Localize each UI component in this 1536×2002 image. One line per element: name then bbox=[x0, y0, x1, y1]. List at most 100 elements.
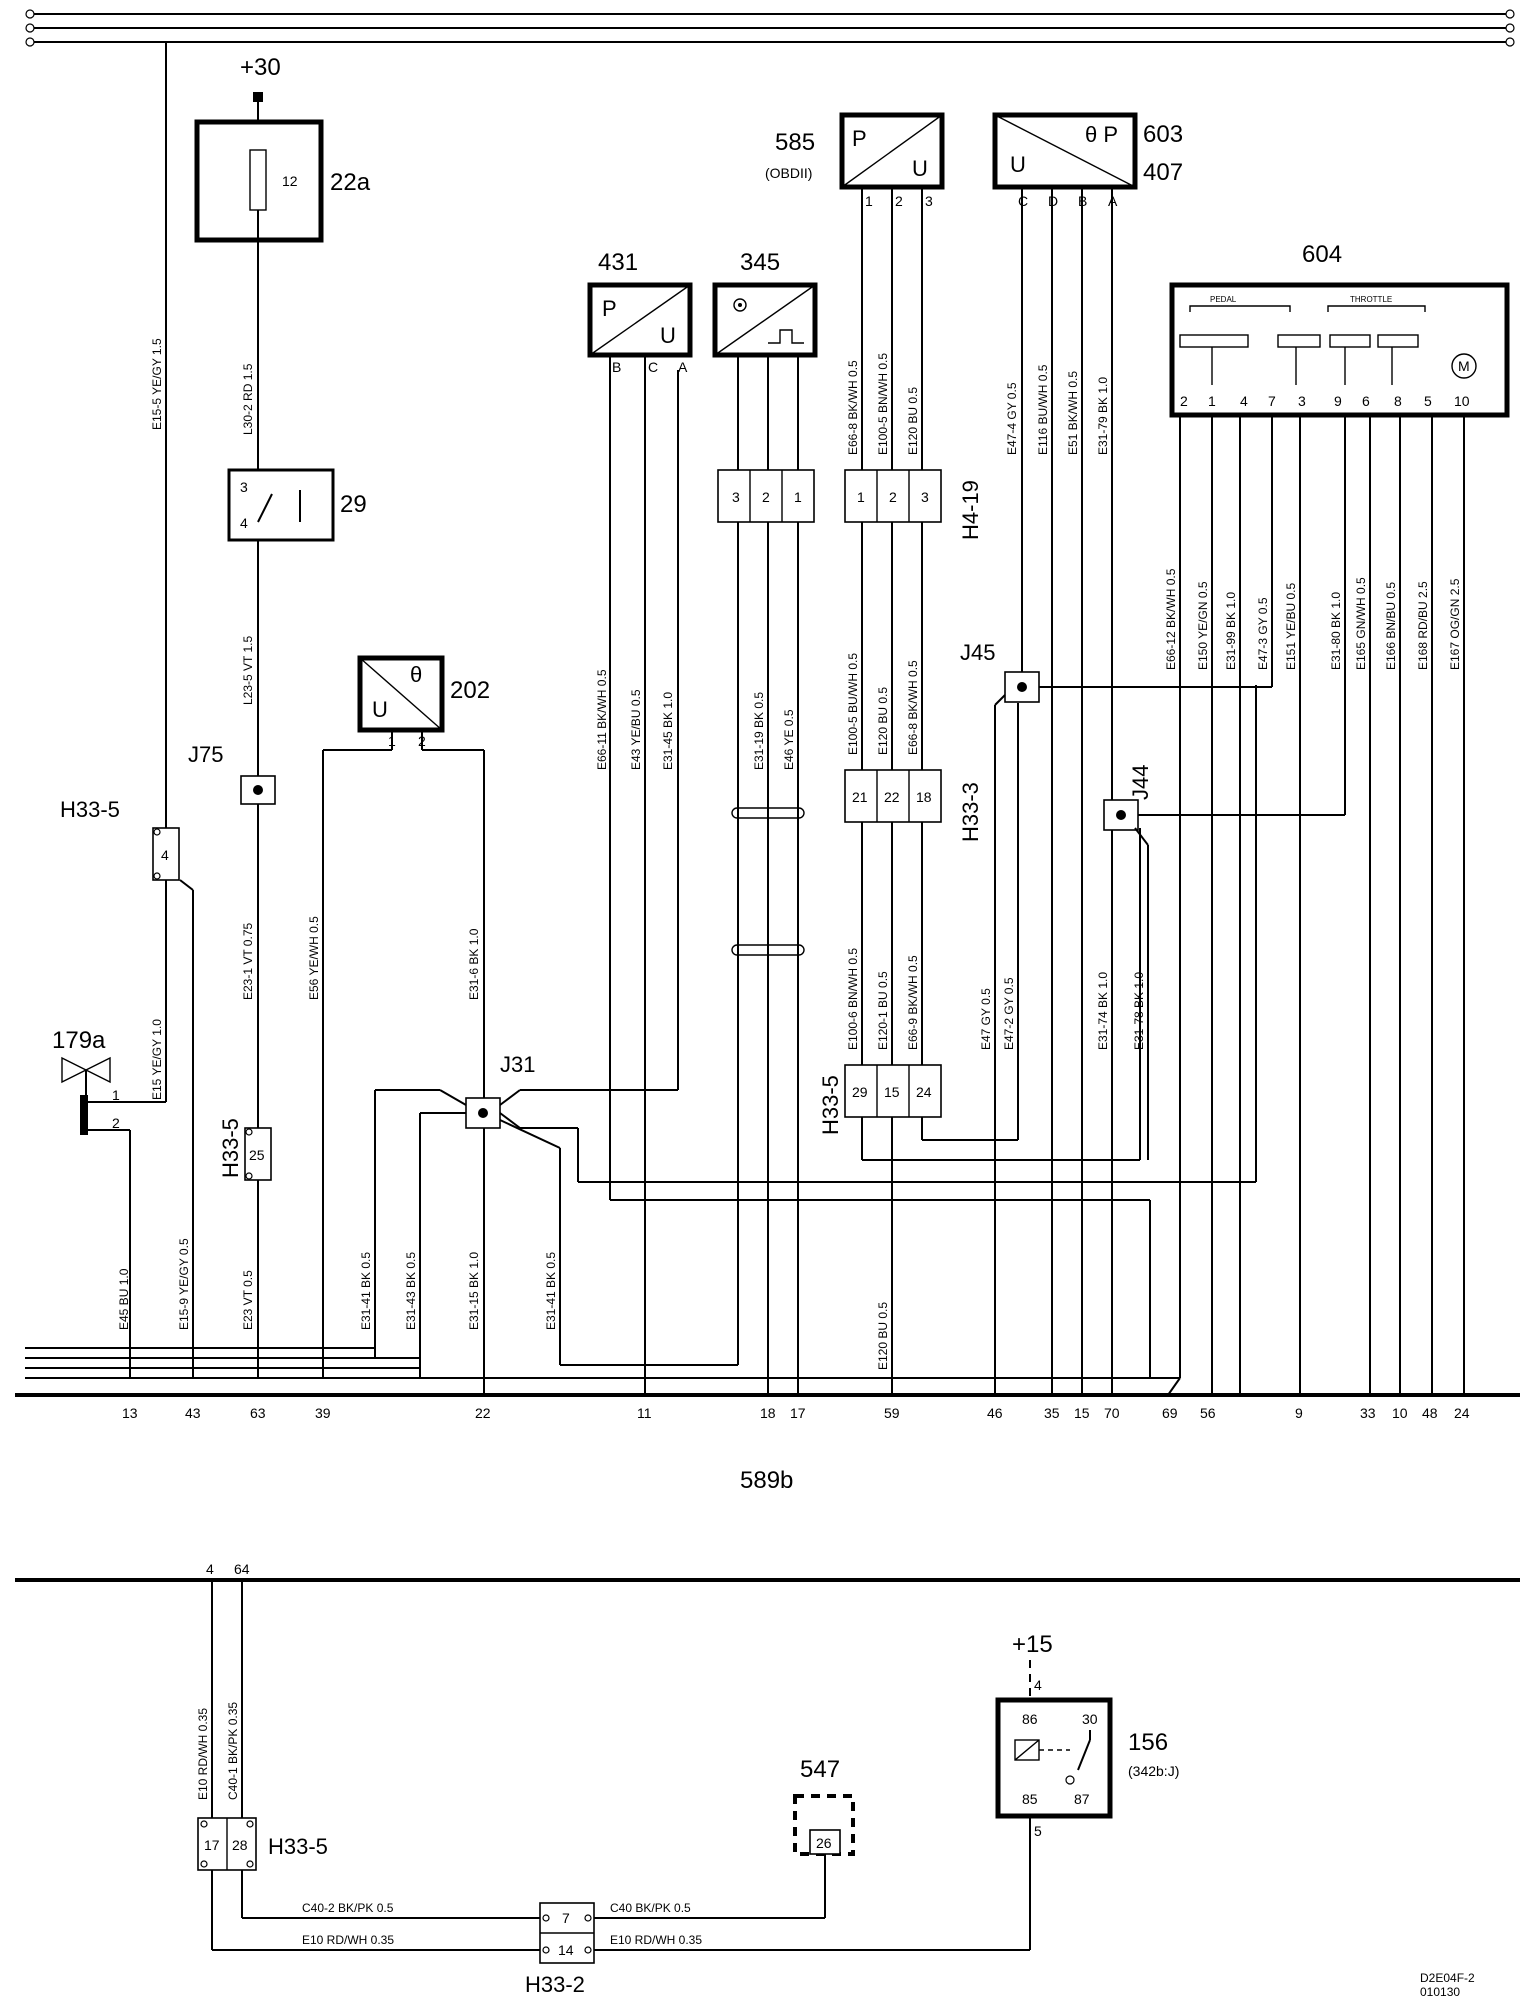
junction-j44: J44 bbox=[1103, 765, 1345, 1160]
pin-29-4: 4 bbox=[240, 515, 248, 531]
wire-label-c40-2-h: C40-2 BK/PK 0.5 bbox=[302, 1901, 394, 1915]
wire-label-e66-12: E66-12 BK/WH 0.5 bbox=[1164, 568, 1178, 670]
pin-604-9: 9 bbox=[1334, 393, 1342, 409]
ecu-pin: 13 bbox=[122, 1405, 138, 1421]
label-603: 603 bbox=[1143, 121, 1183, 148]
wire-label-e120: E120 BU 0.5 bbox=[906, 387, 920, 455]
label-j44: J44 bbox=[1128, 765, 1153, 800]
component-585: 585 (OBDII) P U 1 2 3 bbox=[765, 112, 945, 470]
ecu-pin: 39 bbox=[315, 1405, 331, 1421]
wire-label-e15: E15 YE/GY 1.0 bbox=[150, 1019, 164, 1100]
pin-h33-2-14: 14 bbox=[558, 1942, 574, 1958]
ecu-pin: 69 bbox=[1162, 1405, 1178, 1421]
ecu-pin: 48 bbox=[1422, 1405, 1438, 1421]
supply-label-30: +30 bbox=[240, 54, 281, 81]
pin-604-3: 3 bbox=[1298, 393, 1306, 409]
pin-604-8: 8 bbox=[1394, 393, 1402, 409]
ecu-pin: 59 bbox=[884, 1405, 900, 1421]
component-202: U θ 202 1 2 bbox=[322, 655, 490, 1378]
label-j45: J45 bbox=[960, 640, 995, 665]
wire-label-e31-19: E31-19 BK 0.5 bbox=[752, 692, 766, 770]
wire-label-e31-41: E31-41 BK 0.5 bbox=[359, 1252, 373, 1330]
wire-label-e10-h2: E10 RD/WH 0.35 bbox=[610, 1933, 702, 1947]
label-h33-5-b: H33-5 bbox=[218, 1118, 243, 1178]
wire-label-e100-5b: E100-5 BU/WH 0.5 bbox=[846, 653, 860, 755]
wire-label-e120-1: E120-1 BU 0.5 bbox=[876, 971, 890, 1050]
u-603: U bbox=[1010, 152, 1026, 177]
pin-h33-5-c-29: 29 bbox=[852, 1084, 868, 1100]
wire-label-e166: E166 BN/BU 0.5 bbox=[1384, 582, 1398, 670]
pin-156-85: 85 bbox=[1022, 1791, 1038, 1807]
wire-label-l23-5: L23-5 VT 1.5 bbox=[241, 636, 255, 705]
wire-label-e31-43: E31-43 BK 0.5 bbox=[404, 1252, 418, 1330]
label-179a: 179a bbox=[52, 1027, 106, 1054]
pin-604-4: 4 bbox=[1240, 393, 1248, 409]
component-29: 3 4 29 bbox=[227, 468, 367, 780]
ecu-pin: 22 bbox=[475, 1405, 491, 1421]
pin-h33-5-c-15: 15 bbox=[884, 1084, 900, 1100]
component-431: 431 P U B C A bbox=[587, 249, 1151, 1378]
connector-h33-5-d: 17 28 H33-5 bbox=[197, 1817, 540, 1951]
wire-label-e47-4: E47-4 GY 0.5 bbox=[1005, 382, 1019, 455]
component-22a: +30 12 22a bbox=[194, 54, 371, 470]
pin-604-10: 10 bbox=[1454, 393, 1470, 409]
wire-label-e165: E165 GN/WH 0.5 bbox=[1354, 577, 1368, 670]
label-547: 547 bbox=[800, 1756, 840, 1783]
wire-label-e47-3: E47-3 GY 0.5 bbox=[1256, 597, 1270, 670]
pin-585-3: 3 bbox=[925, 193, 933, 209]
u-585: U bbox=[912, 156, 928, 181]
pin-h33-5-b-25: 25 bbox=[249, 1147, 265, 1163]
wire-label-e43: E43 YE/BU 0.5 bbox=[629, 689, 643, 770]
wire-label-e100-6: E100-6 BN/WH 0.5 bbox=[846, 948, 860, 1050]
label-h33-5-c: H33-5 bbox=[818, 1075, 843, 1135]
ecu-pin-lower: 64 bbox=[234, 1561, 250, 1577]
junction-j75: J75 bbox=[188, 742, 276, 1128]
pin-h33-3-22: 22 bbox=[884, 789, 900, 805]
ecu-pin: 46 bbox=[987, 1405, 1003, 1421]
ecu-pin: 33 bbox=[1360, 1405, 1376, 1421]
pin-345-conn-1: 1 bbox=[794, 489, 802, 505]
wire-label-e31-79: E31-79 BK 1.0 bbox=[1096, 377, 1110, 455]
pin-604-6: 6 bbox=[1362, 393, 1370, 409]
label-431: 431 bbox=[598, 249, 638, 276]
ecu-pin: 10 bbox=[1392, 1405, 1408, 1421]
pin-603-c: C bbox=[1018, 193, 1028, 209]
wire-label-e23-1: E23-1 VT 0.75 bbox=[241, 923, 255, 1000]
pin-585-2: 2 bbox=[895, 193, 903, 209]
wire-label-l30-2: L30-2 RD 1.5 bbox=[241, 363, 255, 435]
wire-label-e100-5: E100-5 BN/WH 0.5 bbox=[876, 353, 890, 455]
label-345: 345 bbox=[740, 249, 780, 276]
connector-h4-19: 1 2 3 H4-19 bbox=[844, 469, 983, 770]
pin-547-26: 26 bbox=[816, 1835, 832, 1851]
label-h33-5-d: H33-5 bbox=[268, 1834, 328, 1859]
pin-156-86: 86 bbox=[1022, 1711, 1038, 1727]
wire-label-e15-5: E15-5 YE/GY 1.5 bbox=[150, 338, 164, 430]
motor-m: M bbox=[1458, 358, 1470, 374]
junction-j45: J45 bbox=[960, 640, 1272, 1395]
top-bus bbox=[25, 9, 1515, 828]
pin-179a-1: 1 bbox=[112, 1087, 120, 1103]
connector-h33-5-c: 29 15 24 H33-5 bbox=[818, 703, 1141, 1395]
pin-h4-19-3: 3 bbox=[921, 489, 929, 505]
component-547: 547 26 bbox=[793, 1756, 855, 1918]
wire-label-e56: E56 YE/WH 0.5 bbox=[307, 916, 321, 1000]
wire-label-e45: E45 BU 1.0 bbox=[117, 1268, 131, 1330]
pin-156-4: 4 bbox=[1034, 1677, 1042, 1693]
ecu-pin: 24 bbox=[1454, 1405, 1470, 1421]
label-j31: J31 bbox=[500, 1052, 535, 1077]
label-h33-3: H33-3 bbox=[958, 782, 983, 842]
ecu-pin-lower: 4 bbox=[206, 1561, 214, 1577]
wire-label-e31-74: E31-74 BK 1.0 bbox=[1096, 972, 1110, 1050]
pin-431-c: C bbox=[648, 359, 658, 375]
component-345: 345 bbox=[712, 249, 818, 470]
ecu-pin: 35 bbox=[1044, 1405, 1060, 1421]
ecu-pin-labels-top: 13 43 63 39 22 11 18 17 59 46 35 15 70 6… bbox=[122, 1405, 1470, 1421]
pin-156-5: 5 bbox=[1034, 1823, 1042, 1839]
pin-604-5: 5 bbox=[1424, 393, 1432, 409]
sub-585: (OBDII) bbox=[765, 165, 812, 181]
theta-202: θ bbox=[410, 662, 422, 687]
label-589b: 589b bbox=[740, 1467, 793, 1494]
pin-h4-19-1: 1 bbox=[857, 489, 865, 505]
pin-604-7: 7 bbox=[1268, 393, 1276, 409]
doc-code: D2E04F-2 bbox=[1420, 1971, 1475, 1985]
